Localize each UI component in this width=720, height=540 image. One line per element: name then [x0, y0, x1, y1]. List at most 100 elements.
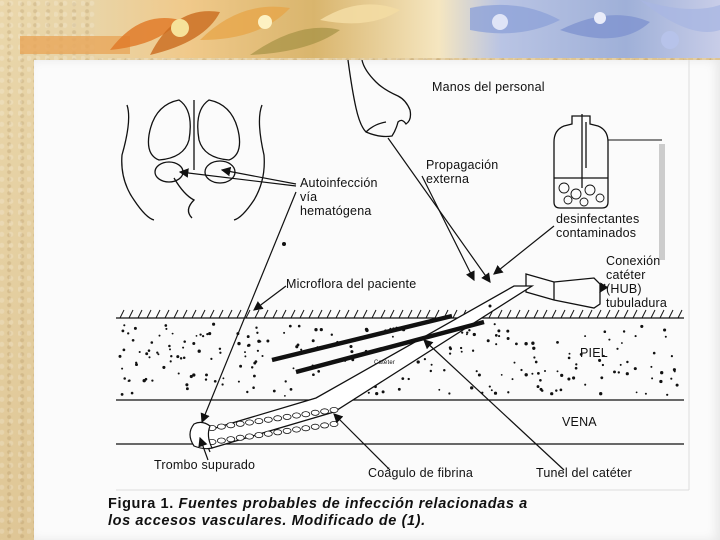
- skin-dot: [206, 332, 209, 336]
- fibrin-bead: [216, 437, 226, 444]
- hatch-mark: [596, 309, 602, 319]
- skin-dot: [127, 380, 130, 382]
- skin-dot: [599, 392, 603, 396]
- skin-dot: [659, 379, 663, 384]
- skin-dot: [237, 380, 240, 383]
- skin-dot: [663, 328, 667, 332]
- skin-dot: [222, 377, 225, 380]
- skin-dot: [626, 360, 629, 364]
- infection-diagram: [116, 60, 690, 491]
- skin-dot: [673, 370, 676, 373]
- skin-dot: [622, 330, 626, 333]
- skin-dot: [613, 370, 616, 374]
- label-auto-l2: vía: [300, 190, 318, 204]
- vessel-path: [173, 177, 196, 219]
- decorative-banner: [0, 0, 720, 58]
- hatch-mark: [425, 309, 431, 319]
- skin-dot: [490, 389, 493, 392]
- skin-dot: [672, 368, 676, 372]
- skin-dot: [560, 373, 564, 377]
- arrows: [178, 137, 609, 471]
- skin-dot: [121, 329, 125, 333]
- skin-dot: [244, 355, 247, 358]
- skin-dot: [619, 363, 622, 366]
- skin-dot: [575, 363, 578, 366]
- lung-left: [147, 99, 191, 161]
- hatch-mark: [182, 309, 188, 319]
- skin-dot: [438, 388, 441, 391]
- hatch-mark: [506, 309, 512, 319]
- skin-dot: [506, 329, 510, 333]
- fibrin-bead: [226, 422, 236, 429]
- skin-dot: [488, 385, 491, 388]
- skin-dot: [261, 354, 264, 358]
- skin-hatch: [119, 309, 683, 319]
- skin-dot: [448, 346, 452, 349]
- skin-dot: [165, 327, 168, 330]
- skin-dot: [255, 326, 258, 329]
- skin-dot: [608, 338, 611, 341]
- hatch-mark: [524, 309, 530, 319]
- hand-finger: [365, 121, 387, 133]
- label-coagulo: Coágulo de fibrina: [368, 466, 474, 480]
- skin-dot: [497, 329, 501, 333]
- skin-dot: [183, 340, 186, 343]
- hatch-mark: [650, 309, 656, 319]
- skin-dot: [252, 374, 256, 378]
- fibrin-bead: [254, 432, 264, 439]
- fibrin-bead: [245, 419, 254, 426]
- label-conexion: Conexión catéter (HUB) tubuladura: [606, 254, 667, 310]
- skin-dot: [147, 349, 151, 352]
- skin-dot: [465, 333, 468, 336]
- fibrin-bead: [245, 433, 254, 440]
- skin-dot: [212, 322, 216, 326]
- skin-dot: [460, 350, 463, 353]
- fibrin-bead: [320, 422, 330, 429]
- skin-dot: [539, 379, 542, 382]
- skin-dot: [401, 377, 405, 380]
- skin-dot: [471, 349, 475, 352]
- skin-dot: [616, 347, 619, 350]
- skin-dot: [210, 357, 213, 360]
- skin-dot: [461, 331, 464, 334]
- skin-dot: [448, 352, 452, 355]
- skin-dot: [169, 360, 172, 363]
- skin-dot: [185, 387, 189, 391]
- hatch-mark: [128, 309, 134, 319]
- skin-dot: [617, 371, 620, 374]
- skin-dot: [237, 341, 241, 346]
- skin-dot: [121, 367, 124, 370]
- arrow-coagulo: [333, 413, 391, 471]
- skin-dot: [539, 387, 543, 391]
- skin-dot: [559, 388, 563, 392]
- skin-dot: [537, 372, 540, 375]
- skin-dot: [443, 368, 446, 372]
- skin-dot: [533, 356, 536, 359]
- skin-dot: [300, 348, 303, 351]
- skin-dot: [120, 393, 124, 396]
- arrow-hub: [599, 282, 609, 294]
- skin-dot: [168, 344, 171, 348]
- skin-dot: [283, 394, 286, 397]
- skin-dot: [670, 377, 673, 380]
- figure-caption: Figura 1. Fuentes probables de infección…: [108, 496, 708, 530]
- skin-dot: [350, 350, 354, 354]
- skin-dot: [138, 350, 141, 354]
- hatch-mark: [533, 309, 539, 319]
- skin-dot: [601, 363, 605, 367]
- hatch-mark: [497, 309, 503, 319]
- hatch-mark: [560, 309, 566, 319]
- hatch-mark: [254, 309, 260, 319]
- hatch-mark: [605, 309, 611, 319]
- hatch-mark: [326, 309, 332, 319]
- banner-art: [20, 0, 720, 58]
- hatch-mark: [587, 309, 593, 319]
- skin-dot: [283, 331, 286, 334]
- skin-dot: [123, 377, 126, 380]
- skin-dot: [520, 368, 523, 372]
- label-tunel: Tunel del catéter: [536, 466, 633, 480]
- label-conexion-l3: (HUB): [606, 282, 642, 296]
- stray-dot: [282, 242, 286, 246]
- hatch-mark: [551, 309, 557, 319]
- skin-dot: [568, 352, 571, 355]
